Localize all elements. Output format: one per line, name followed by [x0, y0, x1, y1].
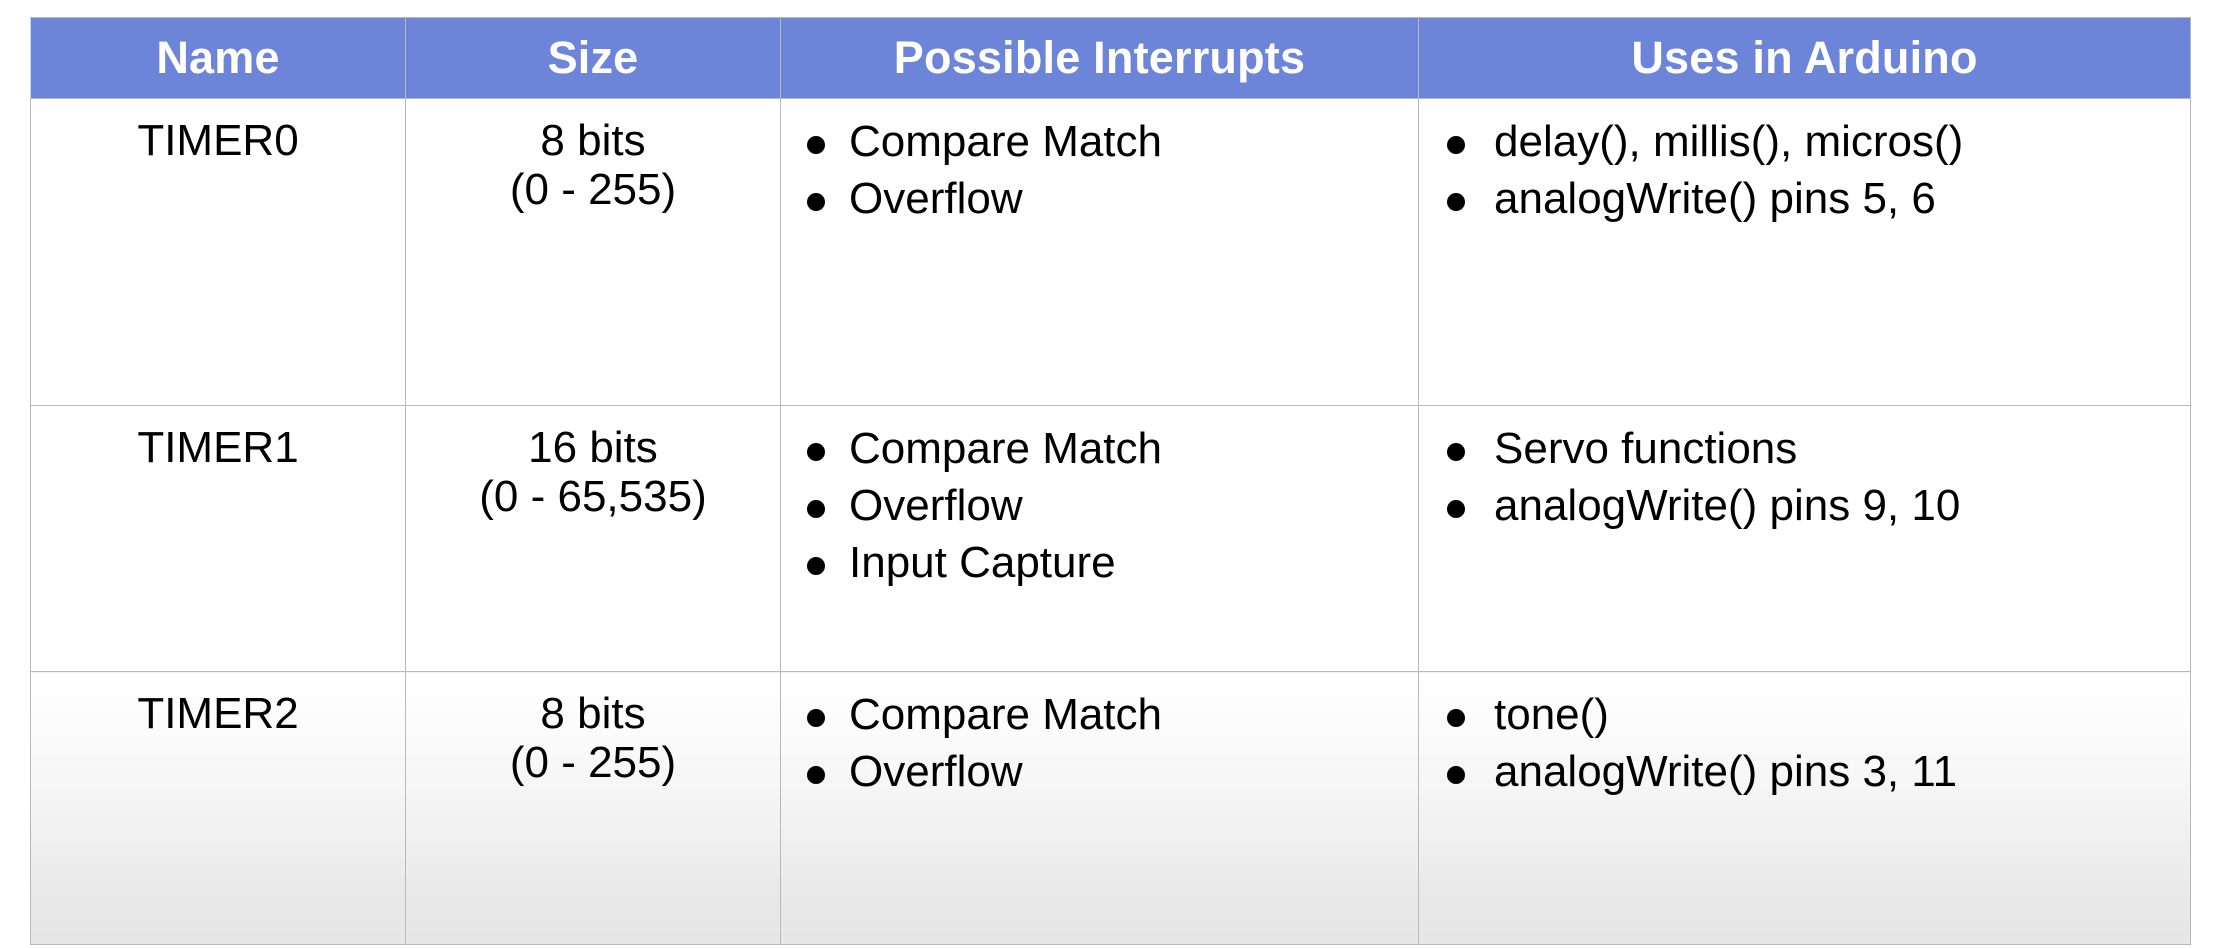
list-item-label: tone()	[1494, 690, 1609, 739]
list-item-label: analogWrite() pins 3, 11	[1494, 747, 1958, 797]
column-header-size: Size	[405, 17, 781, 99]
cell-timer-name: TIMER1	[30, 405, 406, 672]
cell-timer-size: 16 bits (0 - 65,535)	[405, 405, 781, 672]
table-row: TIMER0 8 bits (0 - 255) Compare Match Ov…	[30, 98, 2191, 406]
list-item-label: Overflow	[849, 747, 1023, 797]
timer-name-text: TIMER2	[137, 689, 299, 738]
list-item: Servo functions	[1419, 423, 2190, 474]
list-item-label: analogWrite() pins 9, 10	[1494, 481, 1961, 531]
timer-name-text: TIMER1	[137, 423, 299, 472]
timer-size-block: 8 bits (0 - 255)	[406, 99, 780, 215]
list-item: tone()	[1419, 689, 2190, 740]
timer-size-block: 8 bits (0 - 255)	[406, 672, 780, 788]
timer-size-range: (0 - 255)	[509, 738, 677, 788]
column-header-interrupts: Possible Interrupts	[780, 17, 1419, 99]
list-item-label: Compare Match	[849, 424, 1163, 473]
list-item-label: delay(), millis(), micros()	[1494, 117, 1964, 166]
list-item: Compare Match	[781, 423, 1418, 474]
timer-size-block: 16 bits (0 - 65,535)	[406, 406, 780, 522]
bullet-icon	[1447, 500, 1465, 519]
bullet-icon	[807, 193, 825, 212]
table-row: TIMER1 16 bits (0 - 65,535) Compare Matc…	[30, 405, 2191, 672]
cell-possible-interrupts: Compare Match Overflow	[780, 98, 1419, 406]
bullet-icon	[1447, 443, 1465, 462]
bullet-icon	[1447, 709, 1465, 728]
interrupts-list: Compare Match Overflow	[781, 99, 1418, 224]
list-item: analogWrite() pins 9, 10	[1419, 480, 2190, 531]
bullet-icon	[1447, 193, 1465, 212]
cell-timer-name: TIMER2	[30, 671, 406, 945]
interrupts-list: Compare Match Overflow Input Capture	[781, 406, 1418, 588]
list-item: analogWrite() pins 5, 6	[1419, 173, 2190, 224]
cell-timer-size: 8 bits (0 - 255)	[405, 671, 781, 945]
bullet-icon	[807, 136, 825, 155]
bullet-icon	[807, 500, 825, 519]
timer-size-bits: 8 bits	[540, 116, 646, 165]
list-item-label: Overflow	[849, 481, 1023, 531]
bullet-icon	[807, 557, 825, 576]
cell-uses-in-arduino: Servo functions analogWrite() pins 9, 10	[1418, 405, 2191, 672]
list-item: Overflow	[781, 746, 1418, 797]
list-item-label: Input Capture	[849, 538, 1116, 588]
list-item: Overflow	[781, 173, 1418, 224]
bullet-icon	[1447, 766, 1465, 785]
list-item-label: Overflow	[849, 174, 1023, 224]
timer-size-range: (0 - 65,535)	[479, 472, 707, 522]
list-item: Input Capture	[781, 537, 1418, 588]
timer-size-range: (0 - 255)	[509, 165, 677, 215]
table-row: TIMER2 8 bits (0 - 255) Compare Match Ov…	[30, 671, 2191, 945]
header-row: Name Size Possible Interrupts Uses in Ar…	[30, 17, 2191, 99]
uses-list: Servo functions analogWrite() pins 9, 10	[1419, 406, 2190, 531]
list-item-label: Servo functions	[1494, 424, 1798, 473]
list-item: Compare Match	[781, 689, 1418, 740]
timer-size-bits: 16 bits	[528, 423, 658, 472]
list-item-label: Compare Match	[849, 690, 1163, 739]
cell-uses-in-arduino: tone() analogWrite() pins 3, 11	[1418, 671, 2191, 945]
cell-timer-name: TIMER0	[30, 98, 406, 406]
cell-possible-interrupts: Compare Match Overflow	[780, 671, 1419, 945]
timer-size-bits: 8 bits	[540, 689, 646, 738]
cell-timer-size: 8 bits (0 - 255)	[405, 98, 781, 406]
interrupts-list: Compare Match Overflow	[781, 672, 1418, 797]
bullet-icon	[1447, 136, 1465, 155]
list-item: delay(), millis(), micros()	[1419, 116, 2190, 167]
bullet-icon	[807, 443, 825, 462]
timer-name-text: TIMER0	[137, 116, 299, 165]
column-header-name: Name	[30, 17, 406, 99]
table-body: TIMER0 8 bits (0 - 255) Compare Match Ov…	[30, 98, 2191, 945]
list-item-label: analogWrite() pins 5, 6	[1494, 174, 1936, 224]
list-item-label: Compare Match	[849, 117, 1163, 166]
table-header: Name Size Possible Interrupts Uses in Ar…	[30, 17, 2191, 99]
cell-possible-interrupts: Compare Match Overflow Input Capture	[780, 405, 1419, 672]
uses-list: tone() analogWrite() pins 3, 11	[1419, 672, 2190, 797]
arduino-timers-table: Name Size Possible Interrupts Uses in Ar…	[30, 17, 2191, 945]
bullet-icon	[807, 766, 825, 785]
bullet-icon	[807, 709, 825, 728]
list-item: Compare Match	[781, 116, 1418, 167]
uses-list: delay(), millis(), micros() analogWrite(…	[1419, 99, 2190, 224]
list-item: analogWrite() pins 3, 11	[1419, 746, 2190, 797]
list-item: Overflow	[781, 480, 1418, 531]
column-header-uses: Uses in Arduino	[1418, 17, 2191, 99]
cell-uses-in-arduino: delay(), millis(), micros() analogWrite(…	[1418, 98, 2191, 406]
